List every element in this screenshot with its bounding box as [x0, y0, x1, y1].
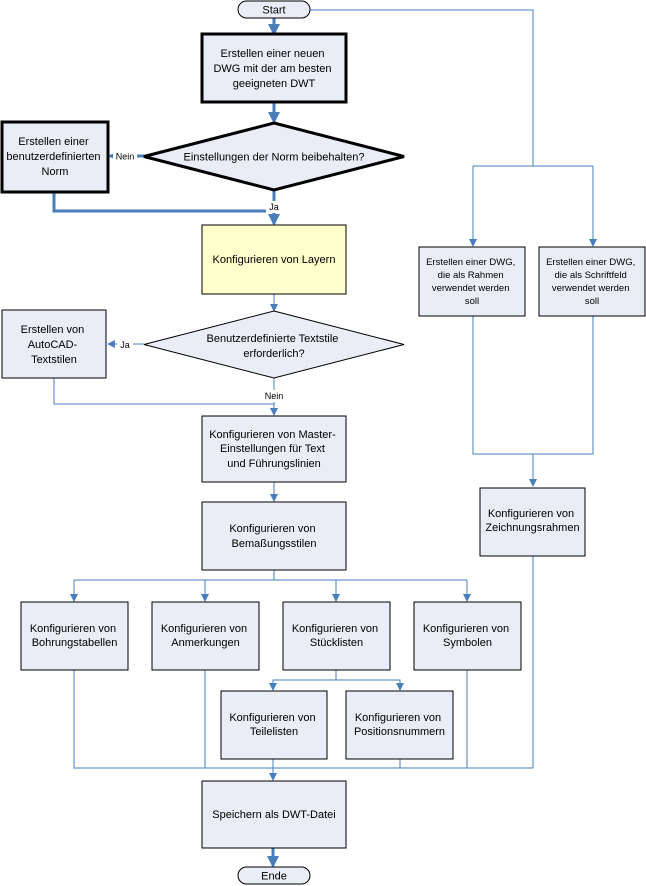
process-master-settings: Konfigurieren von Master- Einstellungen … [201, 415, 347, 483]
process-layers-label: Konfigurieren von Layern [213, 254, 336, 266]
process-part-lists-label: Konfigurieren von Teilelisten [229, 712, 318, 738]
process-annotations-label: Konfigurieren von Anmerkungen [161, 623, 250, 649]
process-dim-styles-label: Konfigurieren von Bemaßungsstilen [229, 523, 318, 550]
process-autocad-textstyles: Erstellen von AutoCAD- Textstilen [1, 309, 107, 379]
edge-label-yes-1: Ja [269, 202, 279, 212]
process-save-dwt-label: Speichern als DWT-Datei [212, 809, 336, 821]
process-titleblock-dwg: Erstellen einer DWG, die als Schriftfeld… [538, 246, 646, 317]
connectors [52, 9, 597, 868]
edge-label-yes-2: Ja [120, 340, 130, 350]
process-custom-norm-label: Erstellen einer benutzerdefinierten Norm [6, 136, 103, 178]
edge-customnorm-join [52, 192, 274, 213]
process-symbols: Konfigurieren von Symbolen [413, 601, 522, 671]
process-symbols-label: Konfigurieren von Symbolen [423, 623, 512, 649]
process-balloons: Konfigurieren von Positionsnummern [345, 690, 454, 760]
edge-label-no-2: Nein [265, 391, 284, 401]
edge-parts-sub2 [336, 679, 404, 691]
terminal-start-label: Start [262, 5, 285, 17]
decision-keep-norm-label: Einstellungen der Norm beibehalten? [183, 152, 364, 164]
process-hole-tables-label: Konfigurieren von Bohrungstabellen [30, 623, 119, 649]
process-hole-tables: Konfigurieren von Bohrungstabellen [20, 601, 129, 671]
process-parts-lists-label: Konfigurieren von Stücklisten [292, 623, 381, 649]
process-parts-lists: Konfigurieren von Stücklisten [282, 601, 391, 671]
process-balloons-label: Konfigurieren von Positionsnummern [354, 712, 445, 738]
decision-custom-textstyles: Benutzerdefinierte Textstile erforderlic… [143, 310, 405, 379]
process-master-settings-label: Konfigurieren von Master- Einstellungen … [209, 429, 339, 470]
process-custom-norm: Erstellen einer benutzerdefinierten Norm [0, 120, 110, 194]
process-frame-dwg-label: Erstellen einer DWG, die als Rahmen verw… [426, 257, 518, 307]
process-frame-dwg: Erstellen einer DWG, die als Rahmen verw… [418, 246, 526, 317]
process-annotations: Konfigurieren von Anmerkungen [151, 601, 260, 671]
decision-keep-norm: Einstellungen der Norm beibehalten? [143, 121, 405, 192]
edge-label-no-1: Nein [116, 152, 135, 162]
process-layers: Konfigurieren von Layern [201, 224, 347, 295]
process-dim-styles: Konfigurieren von Bemaßungsstilen [201, 501, 347, 571]
process-drawing-frames: Konfigurieren von Zeichnungsrahmen [479, 487, 586, 557]
process-create-dwg-label: Erstellen einer neuen DWG mit der am bes… [213, 48, 334, 90]
terminal-end: Ende [237, 866, 311, 885]
terminal-start: Start [237, 0, 311, 19]
process-drawing-frames-label: Konfigurieren von Zeichnungsrahmen [485, 508, 579, 534]
process-save-dwt: Speichern als DWT-Datei [201, 780, 347, 849]
edge-start-right [310, 9, 534, 166]
edge-textstyles-join [53, 378, 274, 405]
process-part-lists: Konfigurieren von Teilelisten [220, 690, 328, 760]
edge-hole-merge [73, 670, 533, 769]
process-create-dwg: Erstellen einer neuen DWG mit der am bes… [200, 32, 348, 104]
terminal-end-label: Ende [261, 871, 287, 883]
edge-frame-merge [472, 316, 594, 455]
edge-parts-sub [269, 670, 337, 691]
process-titleblock-dwg-label: Erstellen einer DWG, die als Schriftfeld… [546, 257, 638, 307]
decision-custom-textstyles-label: Benutzerdefinierte Textstile erforderlic… [207, 333, 342, 360]
process-autocad-textstyles-label: Erstellen von AutoCAD- Textstilen [21, 324, 88, 366]
